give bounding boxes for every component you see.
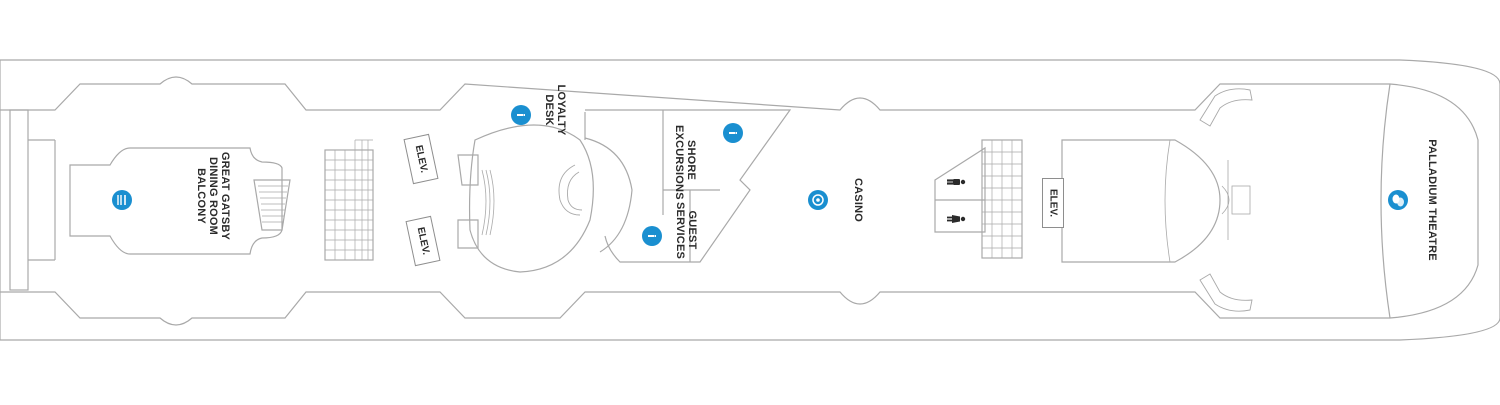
dining-icon xyxy=(112,190,132,210)
info-icon: i xyxy=(642,226,662,246)
hull-outline xyxy=(0,59,1500,341)
mens-restroom-icon xyxy=(947,179,966,185)
info-icon: i xyxy=(723,123,743,143)
deck-interior-outline xyxy=(0,76,1479,326)
theatre-outline xyxy=(1380,83,1391,319)
restroom-block xyxy=(934,146,986,233)
palladium-theatre-label: PALLADIUM THEATRE xyxy=(1426,139,1438,261)
map-badges: i i i xyxy=(112,105,1408,246)
elevator-box: ELEV. xyxy=(1042,178,1064,228)
theatre-rear-outline xyxy=(1061,139,1221,263)
stern-area xyxy=(9,109,29,291)
loyalty-desk-label: LOYALTY DESK xyxy=(543,84,567,136)
services-outline xyxy=(585,109,792,263)
womens-restroom-icon xyxy=(947,215,966,223)
great-gatsby-balcony-label: GREAT GATSBY DINING ROOM BALCONY xyxy=(195,151,231,241)
shore-excursions-label: SHORE EXCURSIONS xyxy=(673,125,697,200)
theatre-masks-icon xyxy=(1388,190,1408,210)
svg-text:i: i xyxy=(645,234,658,238)
svg-text:i: i xyxy=(726,131,739,135)
casino-label: CASINO xyxy=(852,178,864,222)
svg-text:i: i xyxy=(514,113,527,117)
info-icon: i xyxy=(511,105,531,125)
guest-services-label: GUEST SERVICES xyxy=(674,202,698,260)
casino-chip-icon xyxy=(808,190,828,210)
stair-block-aft xyxy=(324,149,374,261)
